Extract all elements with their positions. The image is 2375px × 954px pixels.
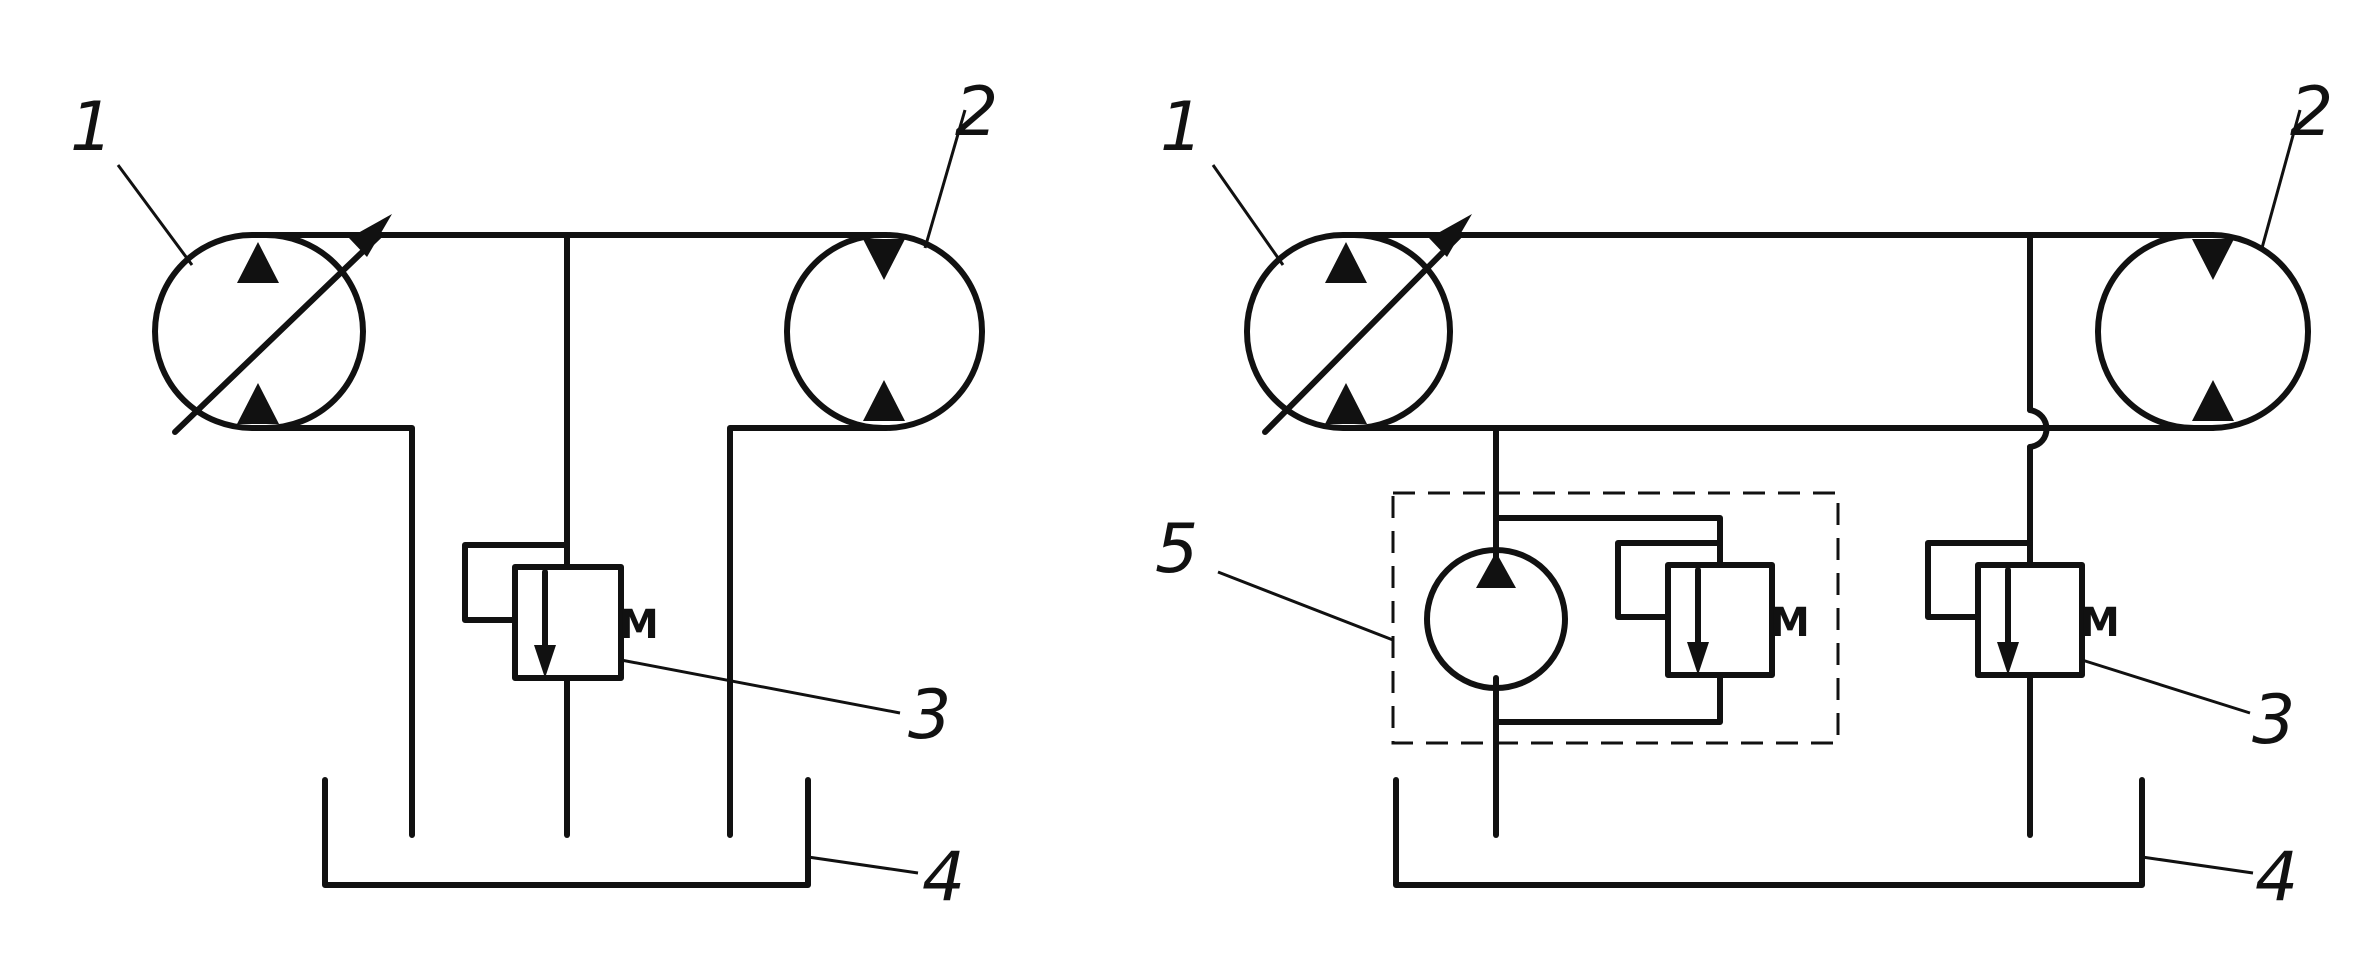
right-inner-valve-mark: M xyxy=(1770,600,1810,646)
right-pipes xyxy=(1343,232,2216,838)
right-charge-pump xyxy=(1424,547,1568,691)
right-charge-unit-5: M xyxy=(1391,491,1840,745)
left-relief-valve-3: M xyxy=(462,542,659,681)
left-leader-lines xyxy=(116,109,967,875)
right-label-tank: 4 xyxy=(2255,838,2298,917)
right-scheme: M M 1 2 5 3 4 xyxy=(1155,73,2333,917)
left-pipes xyxy=(255,232,887,838)
left-scheme: M 1 2 3 4 xyxy=(70,73,998,917)
left-label-pump: 1 xyxy=(70,88,113,167)
right-motor-2 xyxy=(2095,232,2311,431)
left-label-valve: 3 xyxy=(908,676,951,755)
right-valve-mark: M xyxy=(2080,600,2120,646)
right-relief-valve-3: M xyxy=(1925,540,2120,678)
right-tank-4 xyxy=(1393,777,2145,888)
right-label-charge-unit: 5 xyxy=(1155,510,1198,589)
right-leader-lines xyxy=(1211,109,2302,875)
left-valve-mark: M xyxy=(619,602,659,648)
right-label-motor: 2 xyxy=(2290,73,2333,152)
right-label-pump: 1 xyxy=(1160,88,1203,167)
right-pump-1 xyxy=(1244,214,1472,435)
right-label-valve: 3 xyxy=(2252,681,2295,760)
left-label-motor: 2 xyxy=(955,73,998,152)
left-motor-2 xyxy=(784,232,985,431)
right-inner-relief-valve: M xyxy=(1615,540,1810,678)
left-pump-1 xyxy=(152,214,392,435)
left-label-tank: 4 xyxy=(922,838,965,917)
left-tank-4 xyxy=(322,777,811,888)
